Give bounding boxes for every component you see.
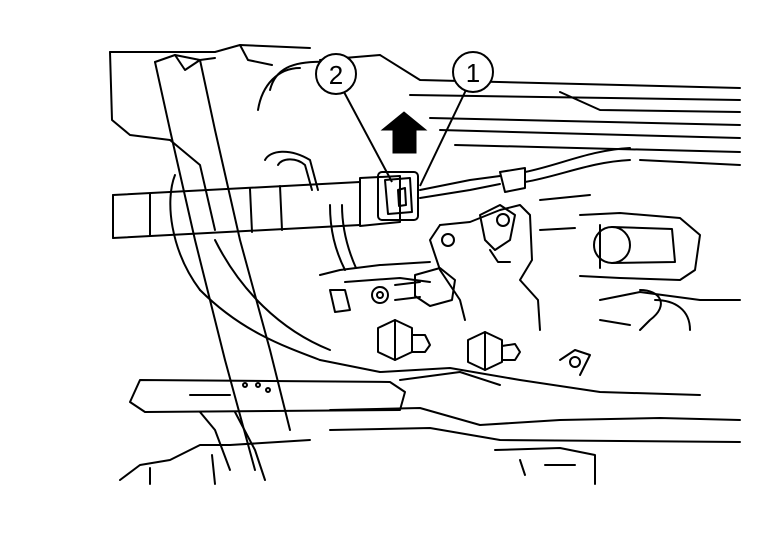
callout-1-label: 1: [466, 58, 480, 88]
bolt-lower-left: [377, 319, 431, 361]
floor-edge: [119, 439, 596, 485]
cable-assembly: [257, 60, 631, 271]
support-pad: [129, 379, 406, 481]
body-frame: [109, 44, 741, 231]
callout-1: 1: [419, 51, 494, 187]
bolt-center: [371, 267, 456, 307]
strut: [154, 54, 291, 471]
callout-2-label: 2: [329, 60, 343, 90]
cable-sheath: [112, 175, 401, 239]
callout-2: 2: [315, 53, 393, 183]
bolt-lower-right: [467, 331, 521, 371]
brake-drum: [169, 174, 331, 361]
up-arrow-icon: [380, 111, 428, 154]
right-cylinder: [539, 194, 741, 331]
mounting-bracket: [319, 204, 541, 331]
cable-clip: [377, 171, 419, 221]
lower-frame: [319, 349, 741, 443]
